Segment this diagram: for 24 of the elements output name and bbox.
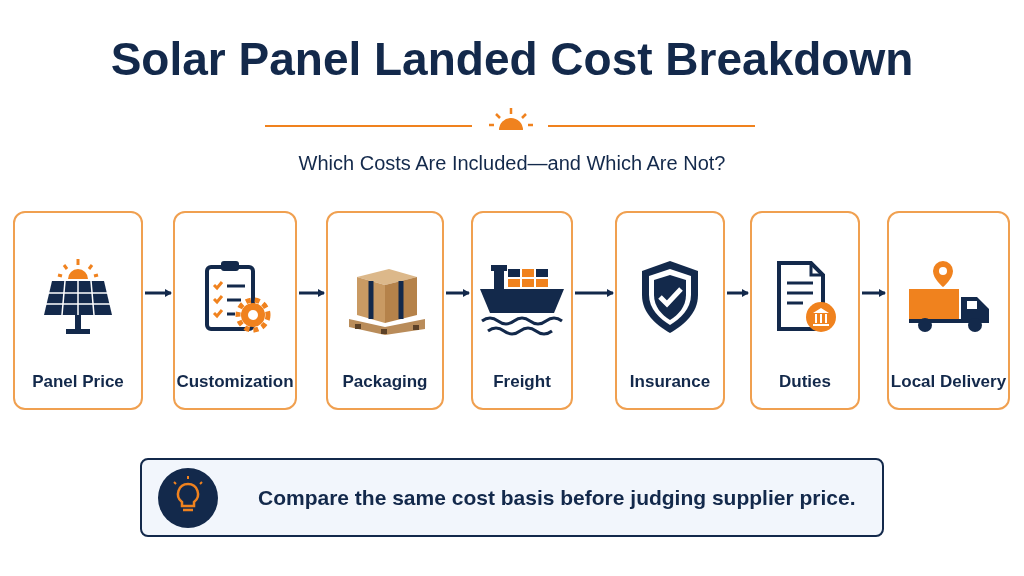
cost-card bbox=[887, 211, 1010, 410]
cost-card bbox=[326, 211, 444, 410]
cost-card bbox=[173, 211, 297, 410]
arrow bbox=[727, 289, 749, 297]
title: Solar Panel Landed Cost Breakdown bbox=[109, 36, 915, 82]
subtitle: Which Costs Are Included—and Which Are Not? bbox=[297, 151, 727, 176]
arrow bbox=[145, 289, 172, 297]
card-label: Customization bbox=[176, 371, 294, 393]
card-label: Freight bbox=[493, 371, 551, 393]
cost-card bbox=[750, 211, 860, 410]
card-label: Panel Price bbox=[32, 371, 124, 393]
card-label: Local Delivery bbox=[890, 371, 1007, 393]
arrow bbox=[862, 289, 886, 297]
tip-text: Compare the same cost basis before judging supplier price. bbox=[258, 484, 856, 511]
tip-box bbox=[140, 458, 884, 537]
cost-card bbox=[471, 211, 573, 410]
card-label: Packaging bbox=[342, 371, 428, 393]
arrow bbox=[446, 289, 470, 297]
card-label: Duties bbox=[779, 371, 831, 393]
cost-card bbox=[13, 211, 143, 410]
arrow bbox=[575, 289, 614, 297]
cost-card bbox=[615, 211, 725, 410]
arrow bbox=[299, 289, 325, 297]
card-label: Insurance bbox=[629, 371, 711, 393]
